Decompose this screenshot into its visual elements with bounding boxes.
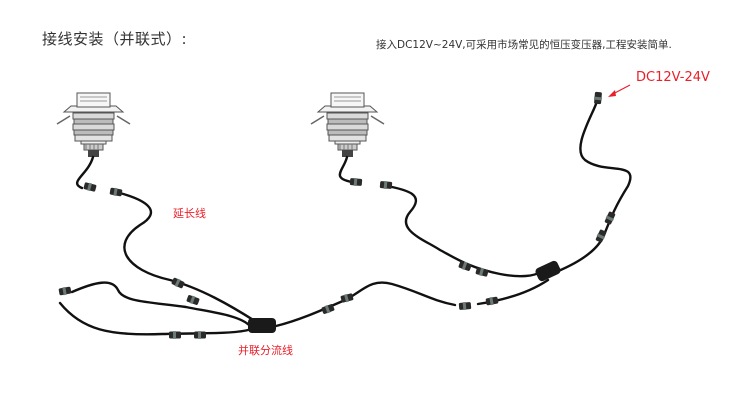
- connector-5: [58, 286, 72, 296]
- splitter-left: [248, 318, 276, 333]
- splitter-right: [535, 260, 561, 282]
- connector-4: [186, 294, 200, 306]
- connector-13: [475, 266, 489, 278]
- connector-1: [83, 181, 97, 193]
- connector-10: [349, 177, 363, 187]
- connector-6: [169, 331, 181, 339]
- connector-14: [458, 301, 472, 311]
- installation-note: 接入DC12V~24V,可采用市场常见的恒压变压器,工程安装简单.: [376, 39, 672, 51]
- downlight-lamp-2: [310, 92, 385, 157]
- connector-15: [485, 296, 499, 306]
- page-title: 接线安装（并联式）:: [42, 30, 188, 48]
- connector-7: [194, 331, 206, 339]
- connector-11: [379, 180, 393, 190]
- splitter-cable-label: 并联分流线: [238, 344, 293, 357]
- voltage-label: DC12V-24V: [636, 70, 710, 85]
- extension-cable-label: 延长线: [173, 207, 206, 220]
- connector-8: [321, 303, 335, 315]
- connector-12: [458, 260, 472, 272]
- connector-9: [340, 292, 354, 304]
- connector-3: [170, 276, 186, 290]
- connector-power: [593, 91, 603, 105]
- downlight-lamp-1: [56, 92, 131, 157]
- wires: [58, 96, 632, 336]
- arrow-icon: [608, 84, 631, 97]
- connector-2: [109, 187, 123, 197]
